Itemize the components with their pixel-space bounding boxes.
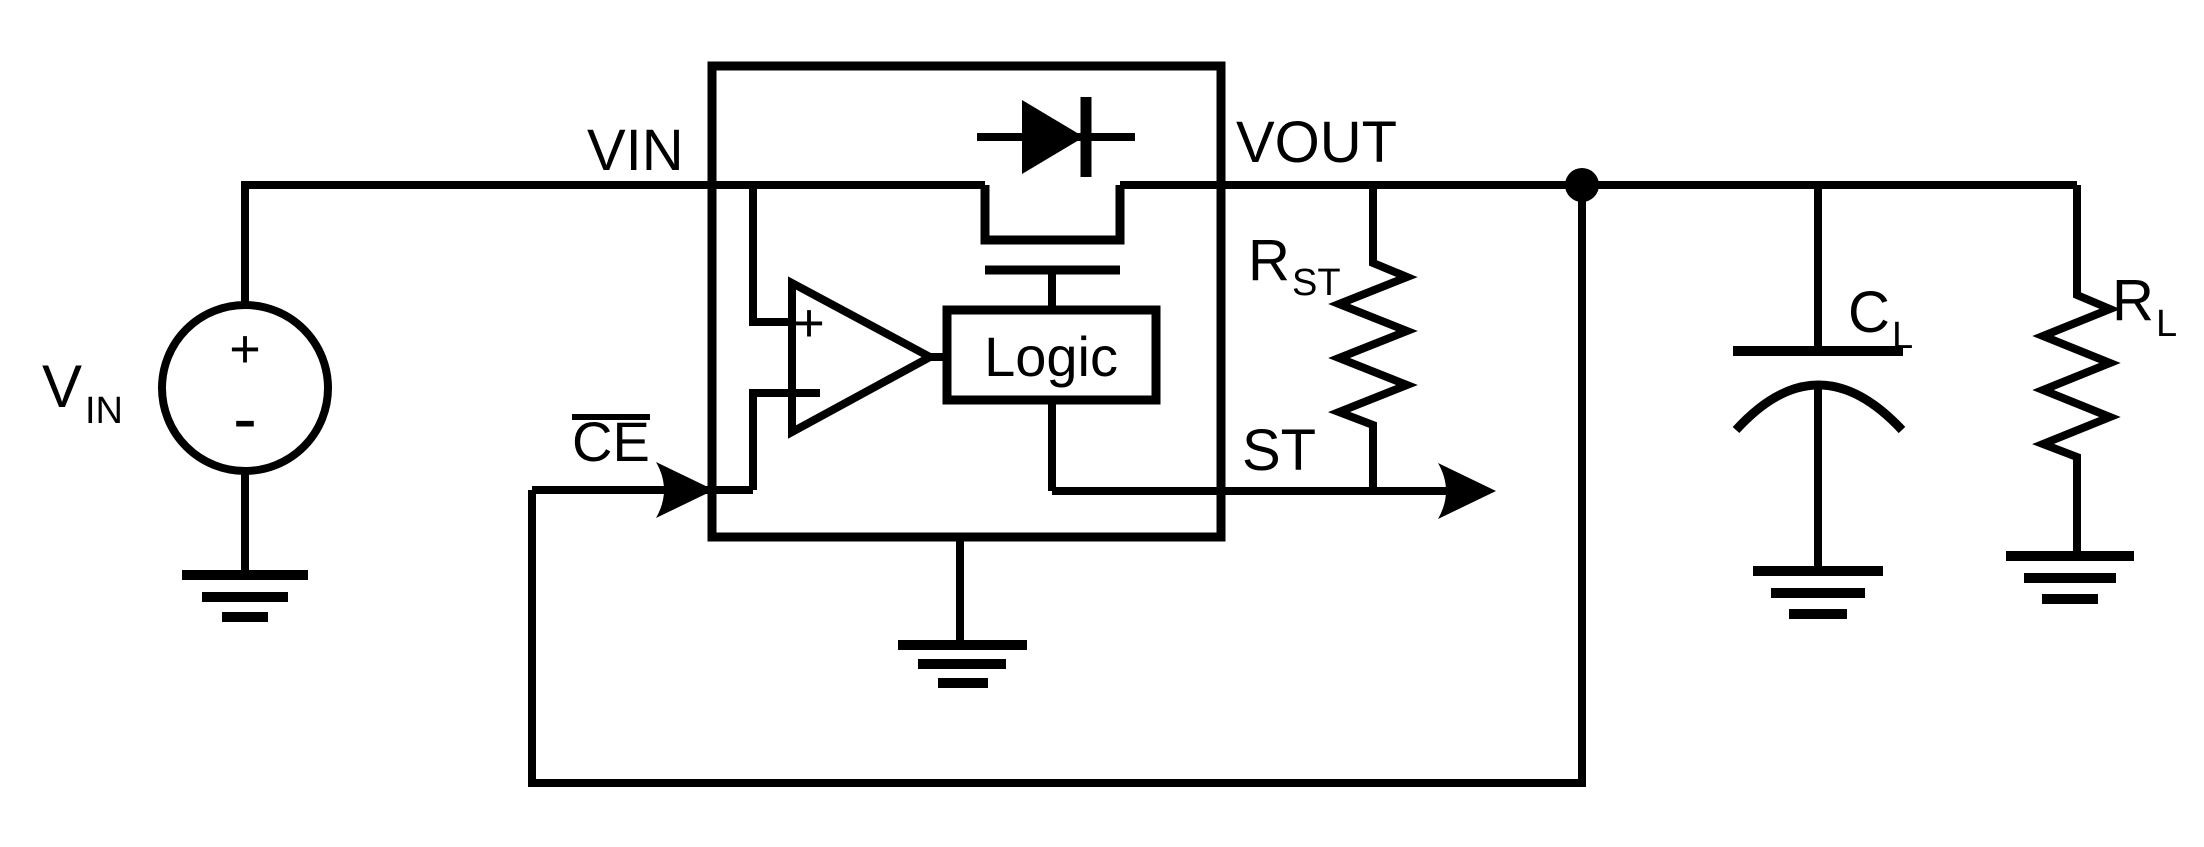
ic-ground-icon [898, 537, 1027, 688]
source-minus-sign: - [233, 379, 257, 459]
body-diode-icon [977, 97, 1135, 177]
pin-label-st: ST [1242, 418, 1316, 483]
ce-arrowhead-icon [656, 462, 714, 518]
rst-resistor-icon [1327, 185, 1418, 491]
opamp-triangle [788, 276, 939, 439]
junction-dot [1565, 168, 1599, 202]
load-resistor: R L [2006, 185, 2177, 604]
rl-label-main: R [2112, 268, 2154, 333]
opamp-plus-sign: + [793, 293, 825, 353]
feedback-wire [528, 185, 1586, 787]
fet-channel [980, 185, 1125, 245]
logic-label: Logic [984, 325, 1118, 388]
cl-curved-plate [1732, 380, 1906, 434]
voltage-source: + - V IN [42, 181, 985, 622]
rl-label-sub: L [2156, 303, 2177, 345]
vin-rail-wire [241, 181, 985, 305]
opamp-icon: + [749, 185, 947, 490]
cl-ground-icon [1753, 566, 1883, 619]
rst-label-main: R [1248, 228, 1290, 293]
pin-label-ce: CE [572, 410, 650, 473]
pin-label-vout: VOUT [1236, 110, 1397, 175]
opamp-plus-input-wire [749, 185, 792, 326]
rst-label-sub: ST [1292, 262, 1341, 304]
source-label-sub: IN [85, 390, 123, 432]
source-ground-icon [182, 570, 308, 622]
source-plus-sign: + [229, 319, 261, 379]
ic-box [707, 61, 1226, 542]
logic-box [942, 305, 1161, 405]
st-arrowhead-icon [1438, 463, 1496, 519]
source-label-main: V [42, 353, 82, 420]
cl-label-sub: L [1892, 315, 1913, 357]
cl-label-main: C [1848, 280, 1890, 345]
diode-anode-triangle [1022, 100, 1084, 174]
pass-fet-icon [980, 185, 1125, 310]
rl-ground-icon [2006, 551, 2134, 604]
rl-resistor-icon [2032, 185, 2121, 556]
ce-input: CE [528, 185, 1586, 787]
logic-block: Logic [942, 305, 1161, 491]
load-capacitor: C L [1732, 185, 1913, 619]
pin-label-vin: VIN [587, 118, 684, 183]
status-resistor: R ST ST [1052, 185, 1496, 519]
